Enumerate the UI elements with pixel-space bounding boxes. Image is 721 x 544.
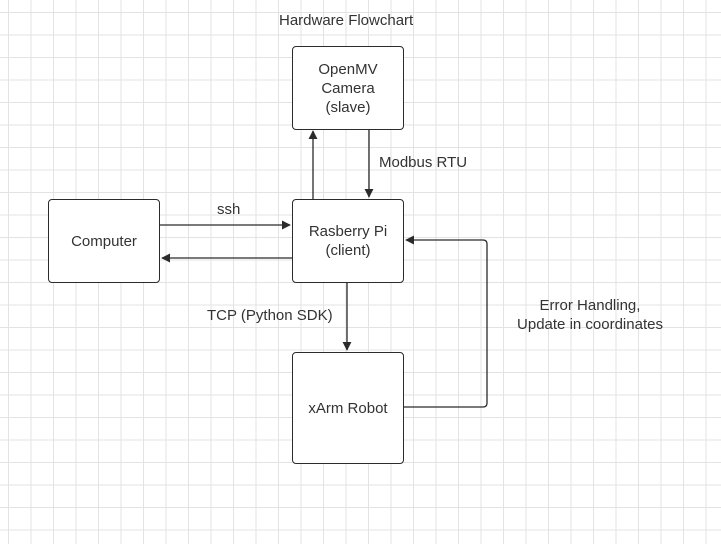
raspberry-pi-node[interactable]: Rasberry Pi (client) — [292, 199, 404, 283]
raspberry-pi-label: Rasberry Pi (client) — [308, 223, 388, 259]
ssh-label: ssh — [217, 201, 241, 218]
computer-label: Computer — [71, 232, 137, 250]
diagram-title: Hardware Flowchart — [279, 12, 414, 29]
tcp-label: TCP (Python SDK) — [207, 307, 333, 324]
openmv-camera-node[interactable]: OpenMV Camera (slave) — [292, 46, 404, 130]
edge-robot-to-pi — [404, 235, 488, 408]
computer-node[interactable]: Computer — [48, 199, 160, 283]
modbus-rtu-label: Modbus RTU — [379, 154, 468, 171]
error-handling-label: Error Handling, Update in coordinates — [517, 297, 663, 333]
xarm-robot-node[interactable]: xArm Robot — [292, 352, 404, 464]
openmv-camera-label: OpenMV Camera (slave) — [318, 60, 378, 116]
xarm-robot-label: xArm Robot — [308, 399, 388, 417]
